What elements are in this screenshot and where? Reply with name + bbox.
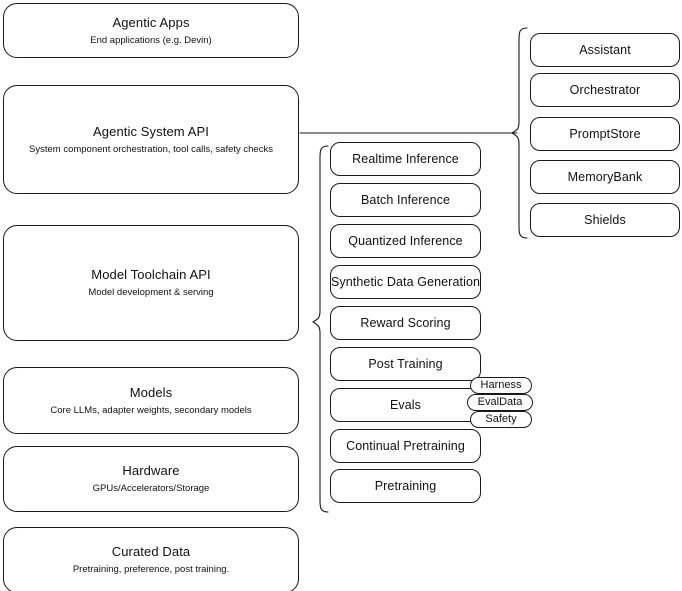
toolchain-synthetic-data-generation[interactable]: Synthetic Data Generation <box>330 265 481 299</box>
layer-subtitle: GPUs/Accelerators/Storage <box>92 483 210 494</box>
tag-label: EvalData <box>477 396 523 408</box>
brace-toolchain-components <box>312 145 329 513</box>
toolchain-evals[interactable]: Evals <box>330 388 481 422</box>
layer-title: Agentic System API <box>93 123 209 139</box>
component-label: Evals <box>389 397 422 412</box>
component-label: Synthetic Data Generation <box>330 274 481 289</box>
system-component-memorybank[interactable]: MemoryBank <box>530 160 680 194</box>
toolchain-realtime-inference[interactable]: Realtime Inference <box>330 142 481 176</box>
tag-label: Safety <box>485 413 517 425</box>
layer-subtitle: Model development & serving <box>88 287 214 298</box>
component-label: PromptStore <box>569 126 641 141</box>
layer-model-toolchain-api[interactable]: Model Toolchain API Model development & … <box>3 225 299 341</box>
tag-label: Harness <box>480 379 522 391</box>
brace-system-components <box>511 27 528 239</box>
toolchain-quantized-inference[interactable]: Quantized Inference <box>330 224 481 258</box>
toolchain-continual-pretraining[interactable]: Continual Pretraining <box>330 429 481 463</box>
evals-tag-evaldata[interactable]: EvalData <box>467 394 533 411</box>
layer-title: Model Toolchain API <box>91 267 211 282</box>
evals-tag-safety[interactable]: Safety <box>470 411 532 428</box>
layer-title: Models <box>129 384 173 400</box>
toolchain-pretraining[interactable]: Pretraining <box>330 469 481 503</box>
layer-subtitle: System component orchestration, tool cal… <box>29 143 273 155</box>
layer-subtitle: End applications (e.g. Devin) <box>90 34 212 46</box>
layer-agentic-apps[interactable]: Agentic Apps End applications (e.g. Devi… <box>3 3 299 58</box>
component-label: Realtime Inference <box>352 151 459 166</box>
layer-agentic-system-api[interactable]: Agentic System API System component orch… <box>3 85 299 194</box>
layer-hardware[interactable]: Hardware GPUs/Accelerators/Storage <box>3 446 299 512</box>
component-label: Orchestrator <box>569 82 641 97</box>
layer-curated-data[interactable]: Curated Data Pretraining, preference, po… <box>3 527 299 591</box>
layer-title: Curated Data <box>111 544 191 559</box>
system-component-shields[interactable]: Shields <box>530 203 680 237</box>
layer-subtitle: Core LLMs, adapter weights, secondary mo… <box>50 404 252 416</box>
toolchain-batch-inference[interactable]: Batch Inference <box>330 183 481 217</box>
layer-title: Hardware <box>122 463 180 478</box>
system-component-assistant[interactable]: Assistant <box>530 33 680 67</box>
component-label: Quantized Inference <box>348 233 463 248</box>
evals-tag-harness[interactable]: Harness <box>470 377 532 394</box>
component-label: Pretraining <box>374 478 437 493</box>
component-label: Post Training <box>368 356 443 371</box>
component-label: MemoryBank <box>567 169 643 184</box>
component-label: Batch Inference <box>360 192 451 207</box>
system-component-orchestrator[interactable]: Orchestrator <box>530 73 680 107</box>
system-component-promptstore[interactable]: PromptStore <box>530 117 680 151</box>
component-label: Reward Scoring <box>360 315 451 330</box>
layer-title: Agentic Apps <box>112 14 190 30</box>
layer-subtitle: Pretraining, preference, post training. <box>72 564 230 575</box>
component-label: Assistant <box>579 42 631 57</box>
component-label: Continual Pretraining <box>346 438 465 453</box>
toolchain-post-training[interactable]: Post Training <box>330 347 481 381</box>
layer-models[interactable]: Models Core LLMs, adapter weights, secon… <box>3 367 299 434</box>
component-label: Shields <box>584 212 626 227</box>
toolchain-reward-scoring[interactable]: Reward Scoring <box>330 306 481 340</box>
